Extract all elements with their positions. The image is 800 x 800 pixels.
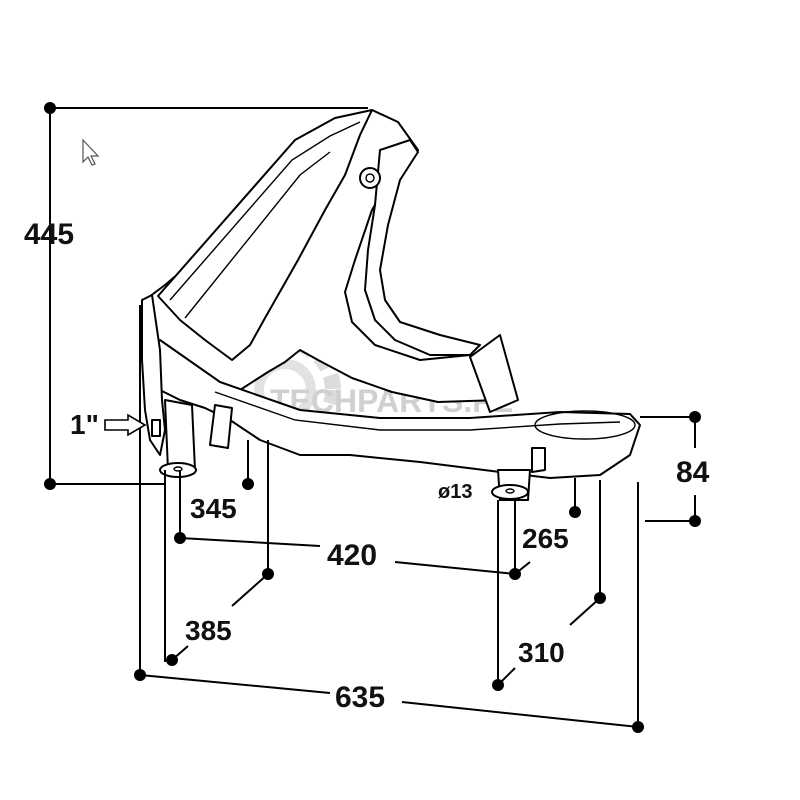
dim-label-265: 265 bbox=[522, 523, 569, 554]
bowl-hood bbox=[157, 109, 373, 361]
dim-label-310: 310 bbox=[518, 637, 565, 668]
pivot-bolt bbox=[359, 167, 381, 189]
dimension-lines bbox=[44, 102, 701, 733]
left-front-leg bbox=[164, 399, 196, 471]
dimension-labels: 445 1" 345 420 385 ø13 265 310 635 84 bbox=[24, 218, 710, 714]
dim-label-84: 84 bbox=[676, 456, 710, 489]
basin-rim bbox=[534, 410, 636, 440]
dim-label-hole: ø13 bbox=[438, 481, 472, 503]
bowl-basin bbox=[149, 339, 641, 479]
dim-label-445: 445 bbox=[24, 218, 74, 251]
drinking-bowl-drawing bbox=[141, 109, 641, 501]
valve-paddle bbox=[469, 334, 519, 413]
inlet-stub bbox=[151, 419, 161, 437]
inlet-arrow-icon bbox=[104, 413, 147, 437]
dim-label-345: 345 bbox=[190, 493, 237, 524]
dim-label-385: 385 bbox=[185, 615, 232, 646]
valve-arm bbox=[364, 139, 481, 356]
dim-label-420: 420 bbox=[327, 539, 377, 572]
left-rear-leg bbox=[209, 404, 233, 449]
right-foot bbox=[491, 484, 529, 500]
mouse-cursor-icon bbox=[82, 138, 100, 166]
bowl-side-wall bbox=[141, 294, 166, 456]
dim-label-635: 635 bbox=[335, 681, 385, 714]
dim-label-inlet: 1" bbox=[70, 409, 99, 440]
right-rear-leg bbox=[531, 447, 546, 473]
left-foot bbox=[159, 462, 197, 478]
